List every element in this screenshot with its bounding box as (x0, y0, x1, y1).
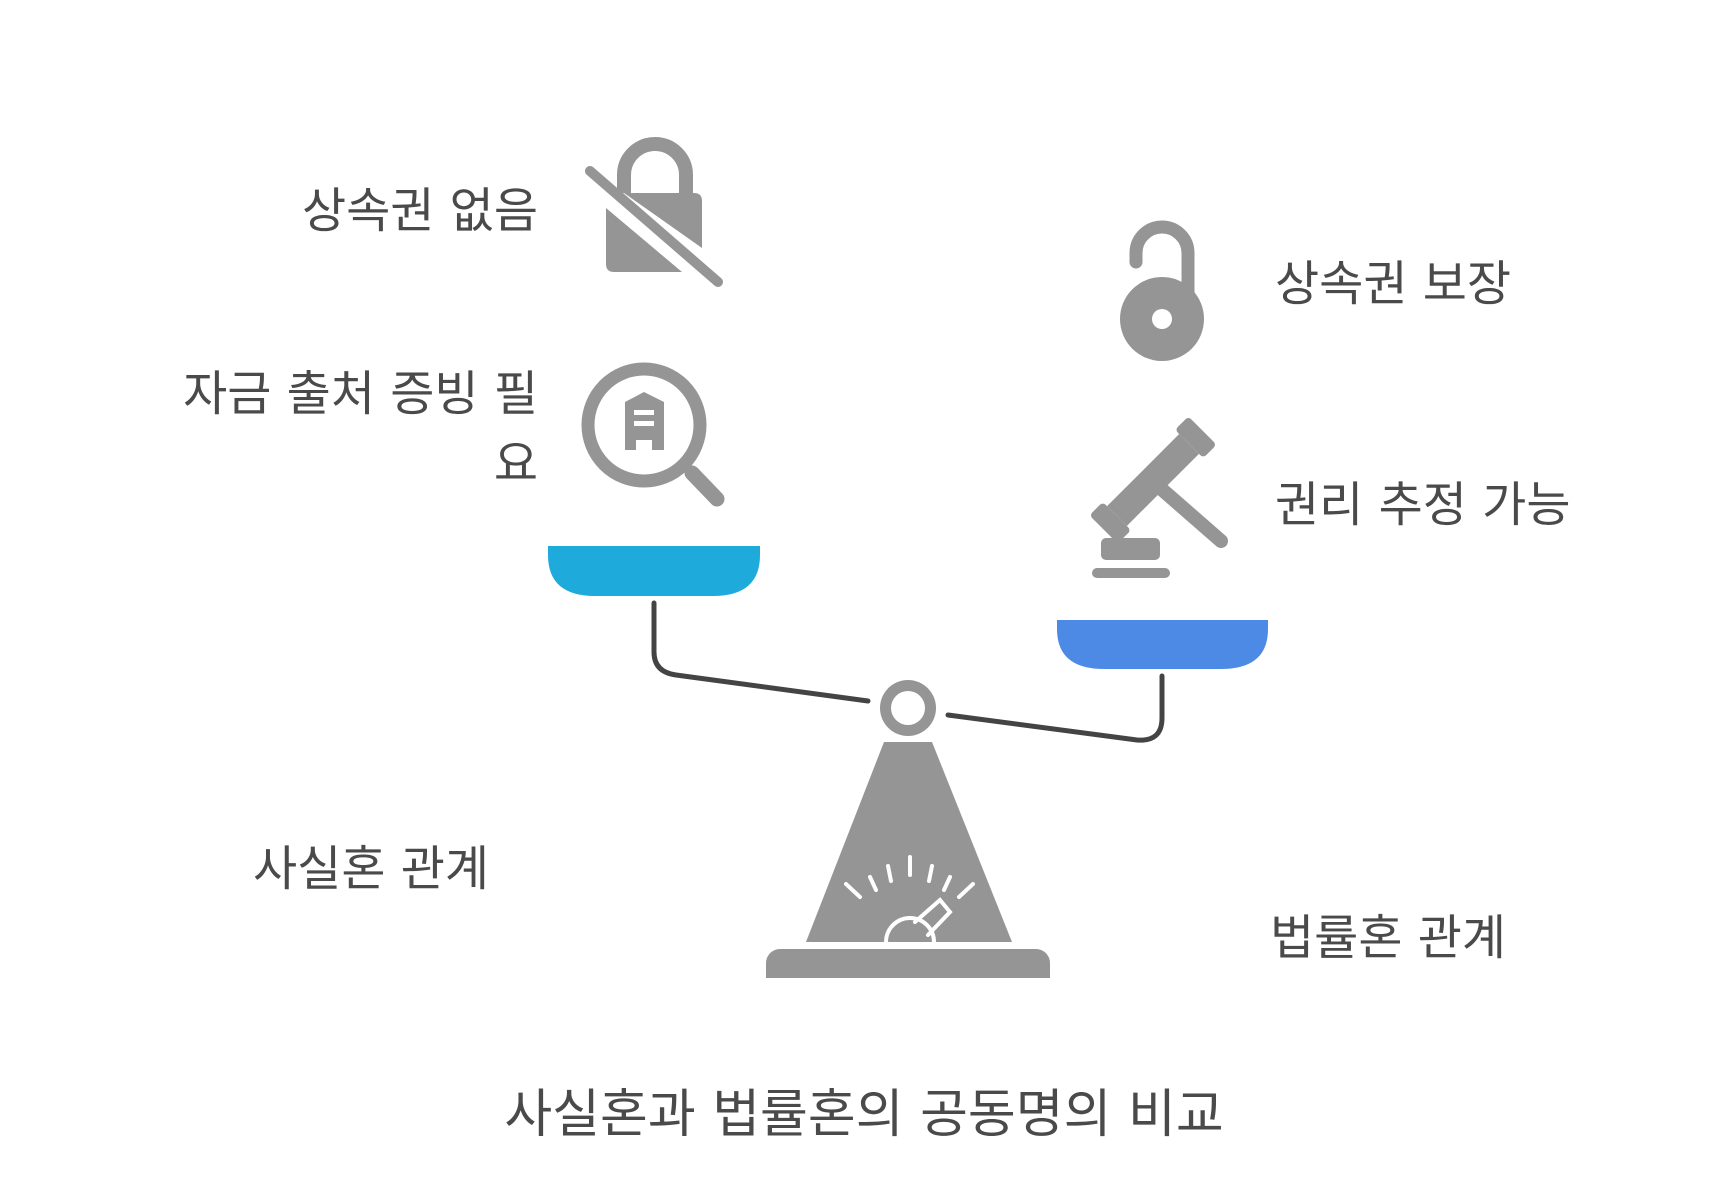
label-legal-marriage: 법률혼 관계 (1270, 910, 1507, 966)
label-no-inheritance: 상속권 없음 (301, 183, 538, 239)
label-inheritance-guaranteed: 상속권 보장 (1275, 256, 1512, 312)
scale-beam (651, 600, 1165, 743)
magnifier-document-icon (581, 362, 725, 507)
label-rights-presumed: 권리 추정 가능 (1275, 477, 1571, 533)
label-de-facto-marriage: 사실혼 관계 (253, 841, 490, 897)
gavel-icon (1091, 418, 1228, 578)
left-pan (548, 546, 760, 596)
gauge-icon (844, 855, 975, 944)
right-pan (1057, 620, 1268, 669)
scale-pivot (880, 680, 936, 736)
lock-slash-icon (585, 137, 723, 287)
unlocked-padlock-icon (1120, 220, 1204, 361)
diagram-title: 사실혼과 법률혼의 공동명의 비교 (504, 1085, 1224, 1145)
label-proof-of-funds-line1: 자금 출처 증빙 필 (183, 366, 538, 422)
label-proof-of-funds-line2: 요 (493, 436, 538, 492)
